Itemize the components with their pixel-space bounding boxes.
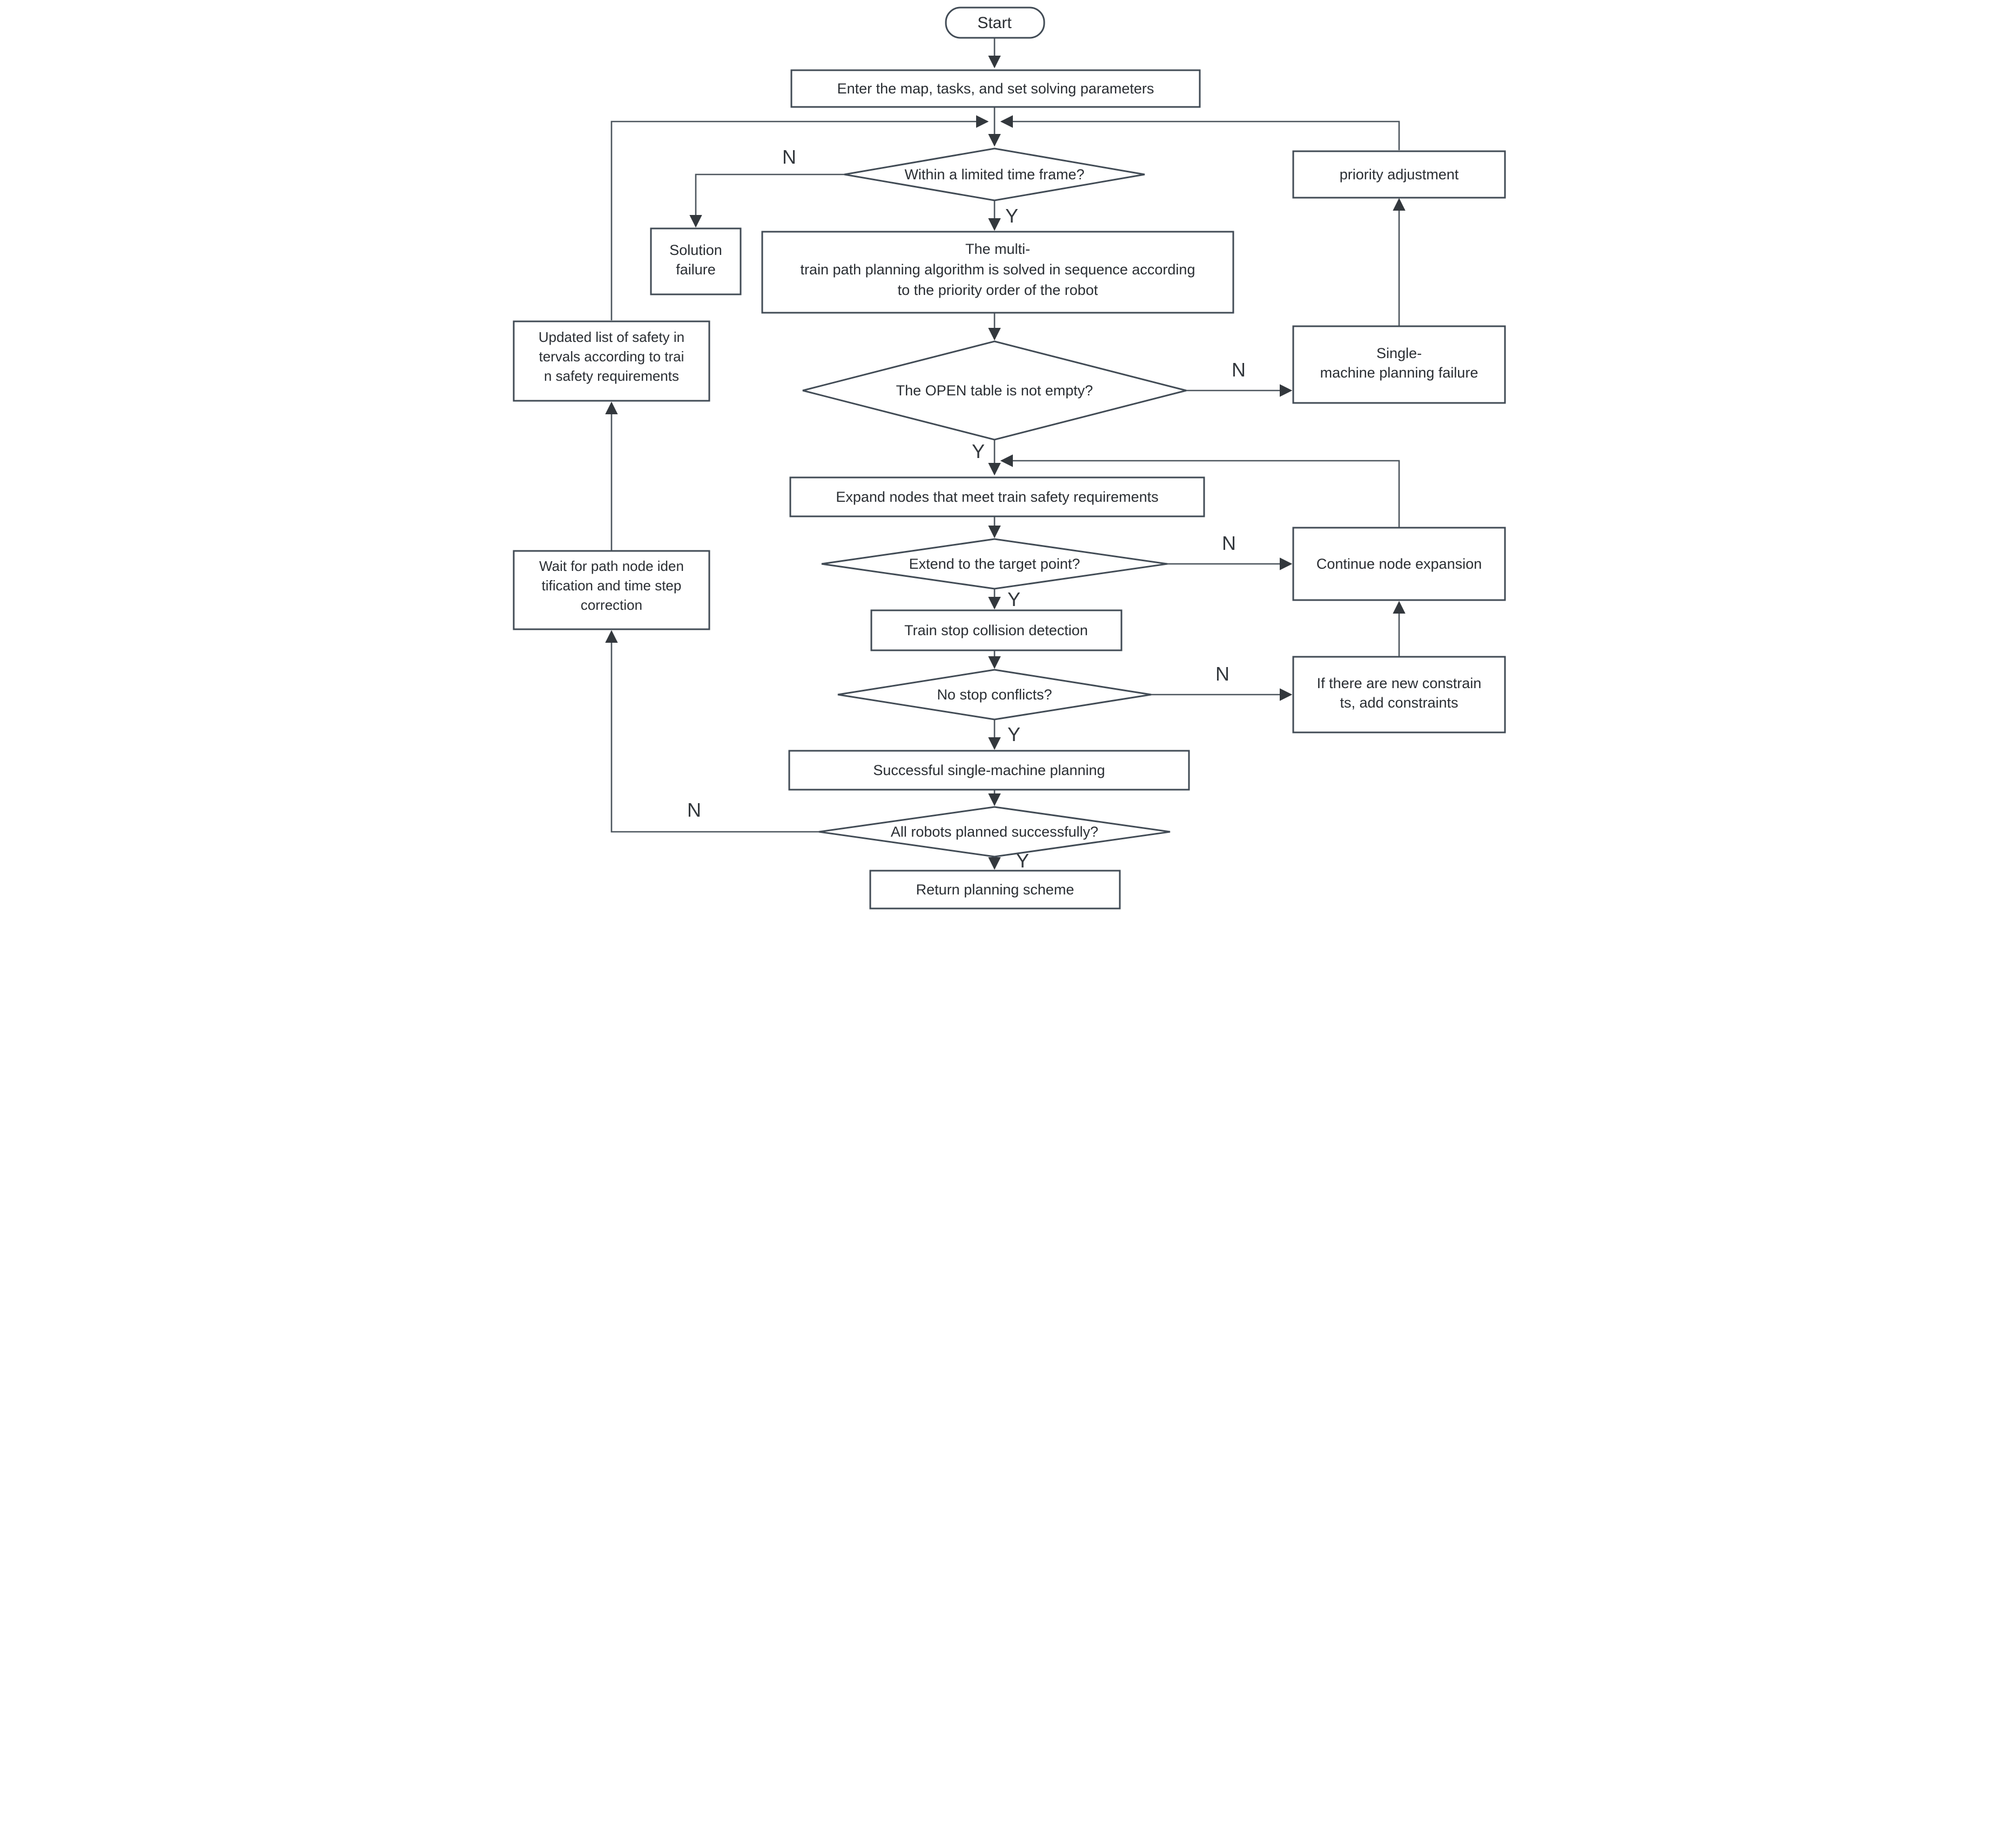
- edge-continue-feedback: [1000, 454, 1400, 528]
- edge-dallrobots-no: [605, 630, 819, 833]
- wait-line2: tification and time step: [542, 577, 682, 594]
- node-solution-failure: Solution failure: [650, 227, 742, 295]
- solution-failure-line1: Solution: [669, 242, 722, 258]
- label-dallrobots-no: N: [687, 799, 701, 821]
- node-updated: Updated list of safety in tervals accord…: [513, 320, 710, 402]
- multitrain-line2: train path planning algorithm is solved …: [801, 261, 1195, 278]
- target-diamond: [821, 538, 1168, 590]
- return-box: [869, 870, 1121, 910]
- edge-dtime-no: [689, 173, 844, 228]
- multitrain-line3: to the priority order of the robot: [898, 282, 1098, 298]
- branch-labels: N Y N Y N Y N Y N Y: [687, 146, 1246, 872]
- allrobots-diamond: [818, 806, 1171, 858]
- label-dopen-yes: Y: [972, 440, 985, 462]
- start-terminator: [945, 6, 1045, 39]
- single-failure-line1: Single-: [1376, 345, 1422, 361]
- node-constraints: If there are new constrain ts, add const…: [1292, 656, 1506, 733]
- wait-line1: Wait for path node iden: [539, 558, 684, 574]
- solution-failure-box: [650, 227, 742, 295]
- time-label: Within a limited time frame?: [904, 166, 1084, 183]
- label-dconflict-yes: Y: [1007, 723, 1020, 745]
- open-label: The OPEN table is not empty?: [896, 382, 1093, 399]
- node-multitrain: The multi- train path planning algorithm…: [761, 231, 1234, 314]
- node-decision-allrobots: All robots planned successfully?: [818, 806, 1171, 858]
- updated-line2: tervals according to trai: [539, 348, 684, 365]
- successful-label: Successful single-machine planning: [873, 762, 1105, 778]
- conflict-diamond: [837, 669, 1152, 721]
- enter-label: Enter the map, tasks, and set solving pa…: [837, 80, 1154, 97]
- successful-box: [788, 750, 1190, 791]
- conflict-label: No stop conflicts?: [937, 686, 1052, 703]
- node-single-failure: Single- machine planning failure: [1292, 325, 1506, 404]
- node-wait: Wait for path node iden tification and t…: [513, 550, 710, 630]
- connectors: [605, 38, 1406, 870]
- expand-label: Expand nodes that meet train safety requ…: [836, 489, 1158, 505]
- label-dopen-no: N: [1232, 359, 1246, 381]
- label-dconflict-no: N: [1215, 663, 1229, 685]
- node-return: Return planning scheme: [869, 870, 1121, 910]
- updated-line1: Updated list of safety in: [539, 329, 684, 345]
- target-label: Extend to the target point?: [909, 556, 1080, 572]
- node-continue: Continue node expansion: [1292, 527, 1506, 601]
- edge-priority-feedback: [1000, 115, 1400, 150]
- priority-label: priority adjustment: [1340, 166, 1459, 183]
- single-failure-line2: machine planning failure: [1320, 365, 1479, 381]
- label-dtarget-yes: Y: [1007, 588, 1020, 610]
- updated-line3: n safety requirements: [544, 368, 679, 384]
- edge-updated-feedback: [610, 115, 989, 320]
- label-dtarget-no: N: [1222, 532, 1236, 554]
- node-start: Start: [945, 6, 1045, 39]
- node-decision-time: Within a limited time frame?: [844, 147, 1145, 201]
- open-diamond: [802, 340, 1187, 441]
- node-decision-open: The OPEN table is not empty?: [802, 340, 1187, 441]
- start-label: Start: [977, 14, 1012, 32]
- continue-label: Continue node expansion: [1316, 556, 1482, 572]
- node-expand: Expand nodes that meet train safety requ…: [789, 476, 1205, 517]
- node-successful: Successful single-machine planning: [788, 750, 1190, 791]
- trainstop-box: [870, 609, 1123, 651]
- node-decision-conflict: No stop conflicts?: [837, 669, 1152, 721]
- time-diamond: [844, 147, 1145, 201]
- node-enter: Enter the map, tasks, and set solving pa…: [790, 69, 1201, 108]
- flowchart-stage: N Y N Y N Y N Y N Y Start Enter the map,…: [504, 0, 1512, 912]
- multitrain-line1: The multi-: [965, 241, 1030, 257]
- single-failure-box: [1292, 325, 1506, 404]
- wait-box: [513, 550, 710, 630]
- constraints-line2: ts, add constraints: [1340, 695, 1458, 711]
- flowchart-canvas: N Y N Y N Y N Y N Y Start Enter the map,…: [504, 0, 1512, 912]
- wait-line3: correction: [581, 597, 642, 613]
- priority-box: [1292, 150, 1506, 199]
- constraints-box: [1292, 656, 1506, 733]
- node-priority: priority adjustment: [1292, 150, 1506, 199]
- label-dtime-no: N: [782, 146, 796, 168]
- node-decision-target: Extend to the target point?: [821, 538, 1168, 590]
- return-label: Return planning scheme: [916, 881, 1074, 898]
- constraints-line1: If there are new constrain: [1317, 675, 1482, 691]
- solution-failure-line2: failure: [676, 261, 716, 278]
- label-dtime-yes: Y: [1005, 205, 1018, 227]
- trainstop-label: Train stop collision detection: [904, 622, 1088, 638]
- updated-box: [513, 320, 710, 402]
- allrobots-label: All robots planned successfully?: [891, 824, 1098, 840]
- enter-box: [790, 69, 1201, 108]
- continue-box: [1292, 527, 1506, 601]
- node-trainstop: Train stop collision detection: [870, 609, 1123, 651]
- multitrain-box: [761, 231, 1234, 314]
- expand-box: [789, 476, 1205, 517]
